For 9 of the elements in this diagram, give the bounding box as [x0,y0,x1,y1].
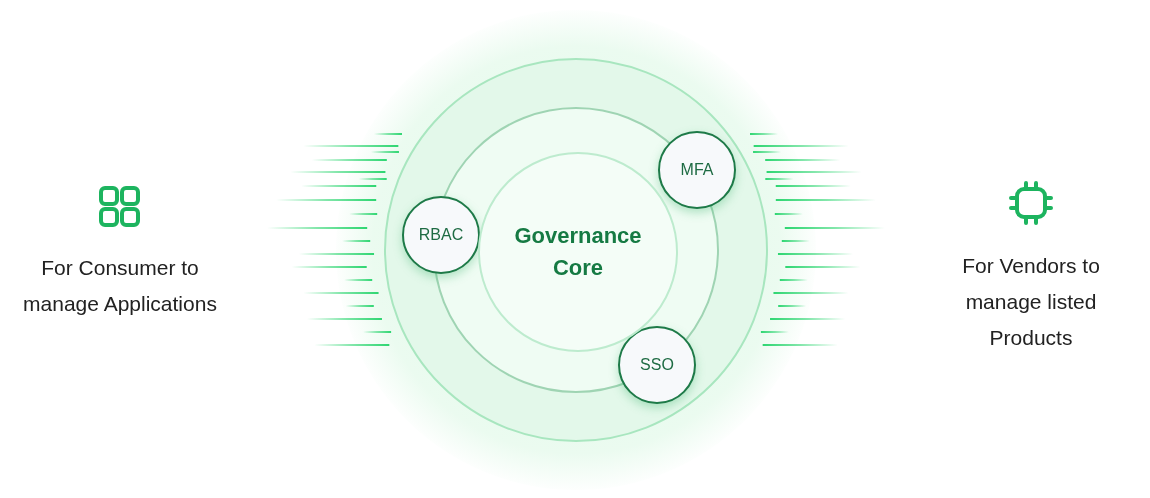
feature-circle [402,196,480,274]
feature-circle [618,326,696,404]
feature-label: MFA [680,161,714,179]
audience-text: For Consumer to manage Applications [22,255,218,317]
audience-text: For Vendors to manage listed Products [961,253,1101,351]
feature-label: RBAC [418,226,464,244]
core-title: Governance Core [513,222,643,282]
feature-circle [658,131,736,209]
feature-label: SSO [640,356,674,374]
